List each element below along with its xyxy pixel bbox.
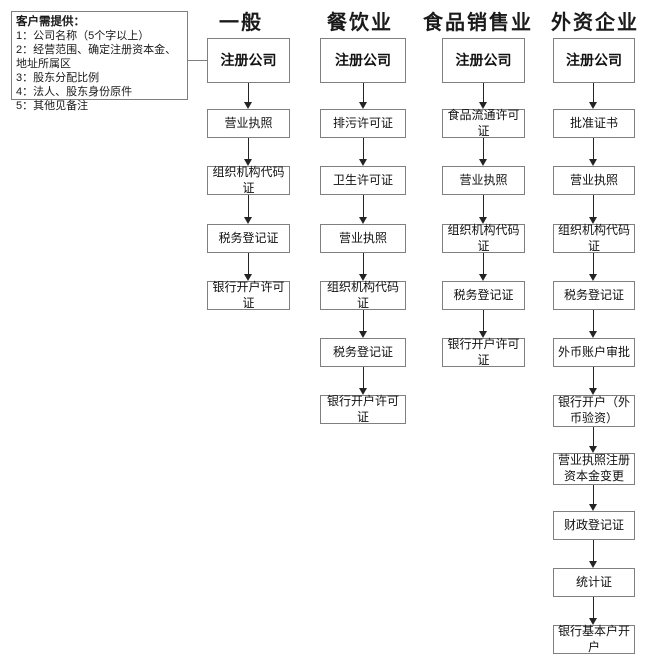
note-item: 3：股东分配比例 [16,72,100,84]
down-arrow-icon [359,138,368,166]
flow-node: 营业执照 [207,109,290,138]
down-arrow-icon [244,195,253,224]
down-arrow-icon [479,83,488,109]
flow-node: 组织机构代码证 [320,280,406,310]
flow-node: 排污许可证 [320,109,406,138]
flow-node: 税务登记证 [442,281,525,310]
note-item: 5：其他见备注 [16,100,89,112]
down-arrow-icon [244,253,253,281]
flow-start-node: 注册公司 [553,38,635,83]
down-arrow-icon [589,597,598,625]
column-header-foreign-enterprise: 外资企业 [551,12,639,34]
requirements-note-box: 客户需提供： 1：公司名称（5个字以上） 2：经营范围、确定注册资本金、地址所属… [11,11,188,112]
note-item: 4：法人、股东身份原件 [16,86,133,98]
down-arrow-icon [589,310,598,338]
flow-node: 外币账户审批 [553,338,635,367]
column-header-food-sales: 食品销售业 [423,12,533,34]
flow-node: 营业执照注册资本金变更 [553,453,635,485]
down-arrow-icon [479,195,488,224]
note-item: 2：经营范围、确定注册资本金、地址所属区 [16,44,177,70]
flow-node: 税务登记证 [553,281,635,310]
flow-node: 银行基本户开户 [553,624,635,654]
flow-node: 银行开户许可证 [320,394,406,424]
down-arrow-icon [359,195,368,224]
flow-start-node: 注册公司 [207,38,290,83]
down-arrow-icon [244,83,253,109]
down-arrow-icon [589,427,598,453]
flow-node: 营业执照 [320,224,406,253]
flow-start-node: 注册公司 [320,38,406,83]
flow-node: 银行开户许可证 [442,337,525,367]
flow-node: 税务登记证 [207,224,290,253]
down-arrow-icon [479,310,488,338]
flow-node: 营业执照 [553,166,635,195]
flow-node: 银行开户许可证 [207,280,290,310]
column-header-general: 一般 [219,12,263,34]
flow-node: 营业执照 [442,166,525,195]
flow-node: 税务登记证 [320,338,406,367]
down-arrow-icon [589,195,598,224]
flow-node: 财政登记证 [553,511,635,540]
flow-node: 卫生许可证 [320,166,406,195]
note-item: 1：公司名称（5个字以上） [16,30,150,42]
down-arrow-icon [589,253,598,281]
down-arrow-icon [244,138,253,166]
down-arrow-icon [359,367,368,395]
flow-node: 组织机构代码证 [442,223,525,253]
note-connector-line [188,60,207,61]
down-arrow-icon [589,540,598,568]
down-arrow-icon [589,83,598,109]
flow-node: 批准证书 [553,109,635,138]
down-arrow-icon [359,83,368,109]
down-arrow-icon [589,367,598,395]
down-arrow-icon [359,253,368,281]
down-arrow-icon [479,253,488,281]
flow-node: 组织机构代码证 [207,165,290,195]
flow-node: 统计证 [553,568,635,597]
down-arrow-icon [359,310,368,338]
down-arrow-icon [589,138,598,166]
flow-node: 食品流通许可证 [442,108,525,138]
down-arrow-icon [479,138,488,166]
down-arrow-icon [589,485,598,511]
flow-node: 组织机构代码证 [553,223,635,253]
note-title: 客户需提供： [16,16,85,28]
column-header-catering: 餐饮业 [327,12,393,34]
flow-start-node: 注册公司 [442,38,525,83]
flow-node: 银行开户（外币验资） [553,395,635,427]
